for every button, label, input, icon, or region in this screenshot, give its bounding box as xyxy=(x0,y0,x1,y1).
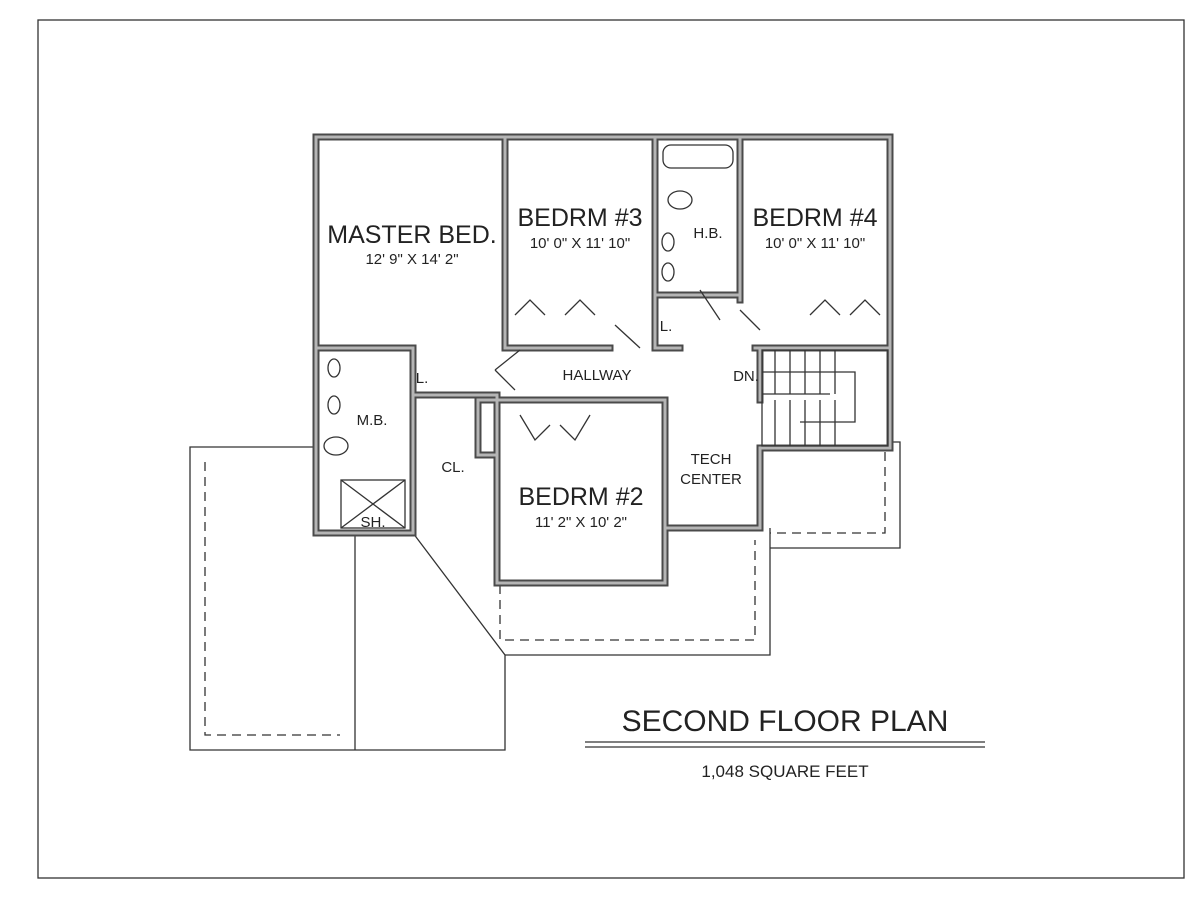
label-linen-1: L. xyxy=(416,370,429,387)
label-tech-center: CENTER xyxy=(680,471,742,488)
page-border xyxy=(37,19,1185,879)
room-master-bed: MASTER BED. xyxy=(327,221,496,249)
toilet-icon xyxy=(667,190,693,210)
room-bedrm-4-size: 10' 0" X 11' 10" xyxy=(765,235,865,252)
toilet-icon xyxy=(323,436,349,456)
roof-outlines xyxy=(189,441,901,751)
sink-icon xyxy=(327,358,341,378)
label-tech: TECH xyxy=(691,451,732,468)
room-master-bed-size: 12' 9" X 14' 2" xyxy=(365,251,458,268)
room-bedrm-2: BEDRM #2 xyxy=(518,483,643,511)
walls xyxy=(312,133,894,587)
square-footage: 1,048 SQUARE FEET xyxy=(701,762,868,781)
label-shower: SH. xyxy=(360,514,385,531)
label-master-bath: M.B. xyxy=(357,412,388,429)
room-bedrm-3-size: 10' 0" X 11' 10" xyxy=(530,235,630,252)
room-bedrm-4: BEDRM #4 xyxy=(752,204,877,232)
label-closet: CL. xyxy=(441,459,464,476)
bathtub-icon xyxy=(662,144,734,169)
room-bedrm-2-size: 11' 2" X 10' 2" xyxy=(535,514,627,531)
sink-icon xyxy=(327,395,341,415)
shower-icon xyxy=(340,479,406,529)
label-stairs-down: DN. xyxy=(733,368,759,385)
label-hallway: HALLWAY xyxy=(563,367,632,384)
label-linen-2: L. xyxy=(660,318,673,335)
sink-icon xyxy=(661,262,675,282)
sink-icon xyxy=(661,232,675,252)
room-bedrm-3: BEDRM #3 xyxy=(517,204,642,232)
stairs-icon xyxy=(761,349,889,447)
plan-title: SECOND FLOOR PLAN xyxy=(622,705,949,738)
label-hall-bath: H.B. xyxy=(693,225,722,242)
fixtures xyxy=(323,144,889,529)
